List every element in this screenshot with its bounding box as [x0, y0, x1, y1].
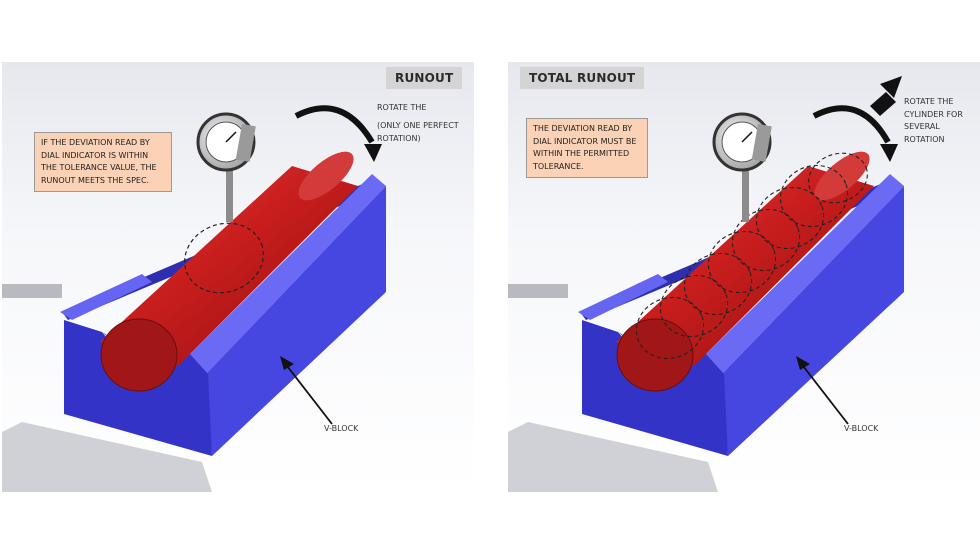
pointer-arrow-icon — [799, 361, 849, 425]
vblock-label: V-BLOCK — [844, 424, 879, 433]
direction-arrow-icon — [870, 76, 902, 116]
dial-stem — [742, 170, 749, 222]
panel-title: TOTAL RUNOUT — [520, 67, 645, 89]
rotate-caption-line2: (ONLY ONE PERFECT ROTATION) — [377, 121, 459, 143]
vblock-top-right — [704, 174, 904, 374]
rotate-caption: ROTATE THE CYLINDER FOR SEVERAL ROTATION — [904, 97, 963, 144]
dial-stem — [226, 170, 233, 222]
vblock-top-left — [578, 274, 668, 320]
measurement-circle — [808, 152, 868, 204]
total-runout-panel: TOTAL RUNOUT THE DEVIATION READ BY DIAL … — [508, 62, 980, 492]
cylinder-body — [100, 166, 358, 366]
measurement-circle — [707, 230, 777, 294]
measurement-circle — [184, 222, 264, 294]
note-box: THE DEVIATION READ BY DIAL INDICATOR MUS… — [526, 118, 648, 178]
curved-rotation-arrow-icon — [294, 105, 375, 144]
note-box: IF THE DEVIATION READ BY DIAL INDICATOR … — [34, 132, 172, 192]
measurement-circles — [635, 152, 868, 360]
measurement-circle — [731, 208, 801, 272]
vblock-side — [206, 186, 386, 456]
cylinder-body — [616, 166, 874, 366]
runout-panel: RUNOUT IF THE DEVIATION READ BY DIAL IND… — [2, 62, 474, 492]
cylinder-far-end — [814, 151, 870, 201]
rotate-caption-line1: ROTATE THE — [377, 103, 427, 112]
vblock-top-left — [60, 274, 152, 320]
vblock-top-right — [188, 174, 386, 374]
block-shadow — [2, 422, 212, 492]
cylinder-near-end — [616, 318, 694, 392]
pointer-arrow-icon — [283, 361, 333, 425]
cylinder-far-end — [298, 151, 354, 201]
total-runout-illustration — [508, 76, 904, 492]
ground-shadow — [508, 284, 568, 298]
vblock-side — [722, 186, 904, 456]
curved-rotation-arrow-icon — [812, 105, 891, 144]
runout-illustration — [2, 105, 386, 492]
block-shadow — [508, 422, 718, 492]
cylinder-near-end — [100, 318, 178, 392]
measurement-circle — [755, 186, 825, 250]
measurement-circle — [779, 164, 849, 228]
vblock-label: V-BLOCK — [324, 424, 359, 433]
panel-title: RUNOUT — [386, 67, 463, 89]
ground-shadow — [2, 284, 62, 298]
